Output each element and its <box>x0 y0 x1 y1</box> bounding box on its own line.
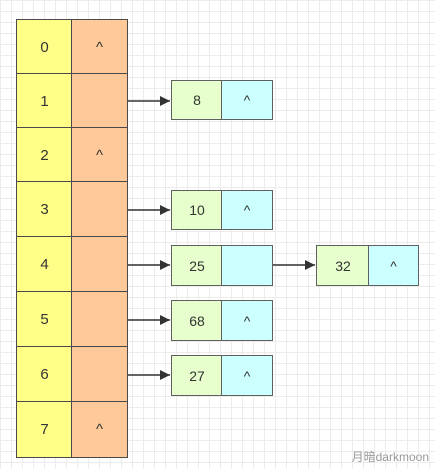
node-next-pointer: ^ <box>221 80 273 120</box>
node-value: 27 <box>171 355 223 396</box>
node-next-pointer: ^ <box>221 300 273 341</box>
bucket-pointer-5 <box>71 291 128 348</box>
bucket-index-4: 4 <box>16 236 73 293</box>
node-value: 68 <box>171 300 223 341</box>
node-value: 32 <box>316 245 370 286</box>
bucket-pointer-7: ^ <box>71 401 128 458</box>
node-next-pointer: ^ <box>221 355 273 396</box>
bucket-pointer-3 <box>71 181 128 238</box>
node-next-pointer: ^ <box>221 190 273 230</box>
node-next-pointer <box>221 245 273 286</box>
node-next-pointer: ^ <box>368 245 419 286</box>
watermark: 月暗darkmoon <box>351 450 429 464</box>
bucket-pointer-2: ^ <box>71 127 128 183</box>
node-value: 10 <box>171 190 223 230</box>
node-value: 8 <box>171 80 223 120</box>
bucket-index-3: 3 <box>16 181 73 238</box>
bucket-index-0: 0 <box>16 19 73 75</box>
bucket-pointer-1 <box>71 73 128 129</box>
node-value: 25 <box>171 245 223 286</box>
bucket-index-7: 7 <box>16 401 73 458</box>
